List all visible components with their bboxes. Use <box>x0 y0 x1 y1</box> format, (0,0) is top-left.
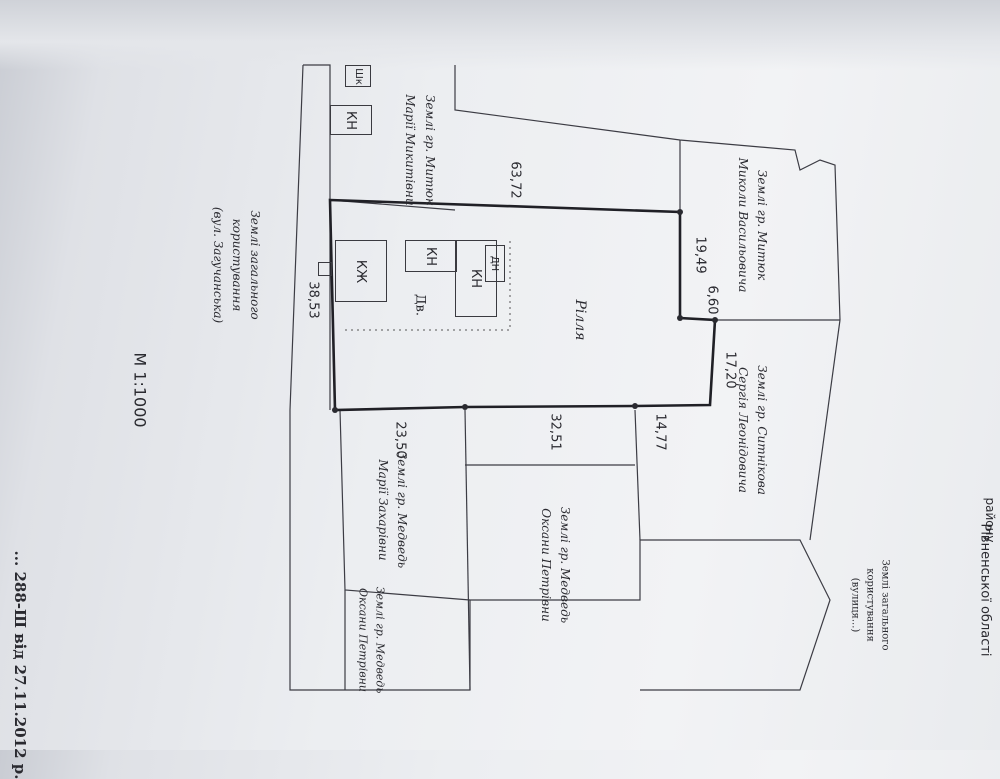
building-dn: ДН <box>485 245 505 282</box>
label-mytiuk-maria-1: Землі гр. Митюк <box>423 94 437 206</box>
label-mytiuk-maria-2: Марії Микитівни <box>403 94 417 206</box>
label-common-land-2: користування <box>230 218 244 312</box>
dim-23-50: 23,50 <box>392 421 408 459</box>
building-kzh: КЖ <box>335 240 387 302</box>
building-shk: Шк <box>345 65 371 87</box>
label-common-land-right-2: користування <box>864 568 876 642</box>
plot-boundaries <box>289 64 841 691</box>
label-common-land-3: (вул. Загучанська) <box>211 206 225 324</box>
label-common-land-1: Землі загального <box>248 210 262 320</box>
outer-boundary-lines <box>289 64 831 691</box>
label-dv: Дв. <box>412 293 428 317</box>
footer-registration: ... 288-Ш від 27.11.2012 р. <box>11 550 29 779</box>
page-edge-shadow <box>0 0 1000 70</box>
label-sytnikova-2: Сергія Леонідовича <box>736 367 750 493</box>
label-rillia: Рілля <box>572 299 588 341</box>
dim-19-49: 19,49 <box>692 236 708 274</box>
label-mytiuk-mykola-2: Миколи Васильовича <box>736 157 750 293</box>
label-mytiuk-mykola-1: Землі гр. Митюк <box>755 169 769 281</box>
building-kn-top: КН <box>330 105 372 135</box>
label-medved-oksana-1b: Оксани Петрівни <box>539 508 553 622</box>
region-top-label: району <box>983 497 997 543</box>
main-plot-boundary <box>328 198 717 412</box>
scale-label: М 1:1000 <box>130 352 150 428</box>
label-medved-oksana-2b: Оксани Петрівни <box>356 588 370 692</box>
region-label: Рівненської області <box>977 523 993 657</box>
dim-14-77: 14,77 <box>652 413 668 451</box>
label-common-land-right-3: (вулиця...) <box>849 577 861 633</box>
label-sytnikova-1: Землі гр. Ситнікова <box>755 365 769 495</box>
label-medved-oksana-2a: Землі гр. Медведь <box>373 586 387 694</box>
label-common-land-right-1: Землі загального <box>879 559 891 651</box>
dim-17-20: 17,20 <box>722 351 738 389</box>
dim-38-53: 38,53 <box>305 281 321 319</box>
building-kn-1: КН <box>405 240 457 272</box>
building-small <box>318 262 332 276</box>
dim-6-60: 6,60 <box>704 285 720 315</box>
building-kn-2: КН <box>455 240 497 317</box>
label-medved-maria-2: Марії Захарівни <box>376 459 390 561</box>
dim-63-72: 63,72 <box>507 161 523 199</box>
label-medved-oksana-1a: Землі гр. Медведь <box>558 506 572 624</box>
label-medved-maria-1: Землі гр. Медведь <box>395 451 409 569</box>
dim-32-51: 32,51 <box>547 413 563 451</box>
